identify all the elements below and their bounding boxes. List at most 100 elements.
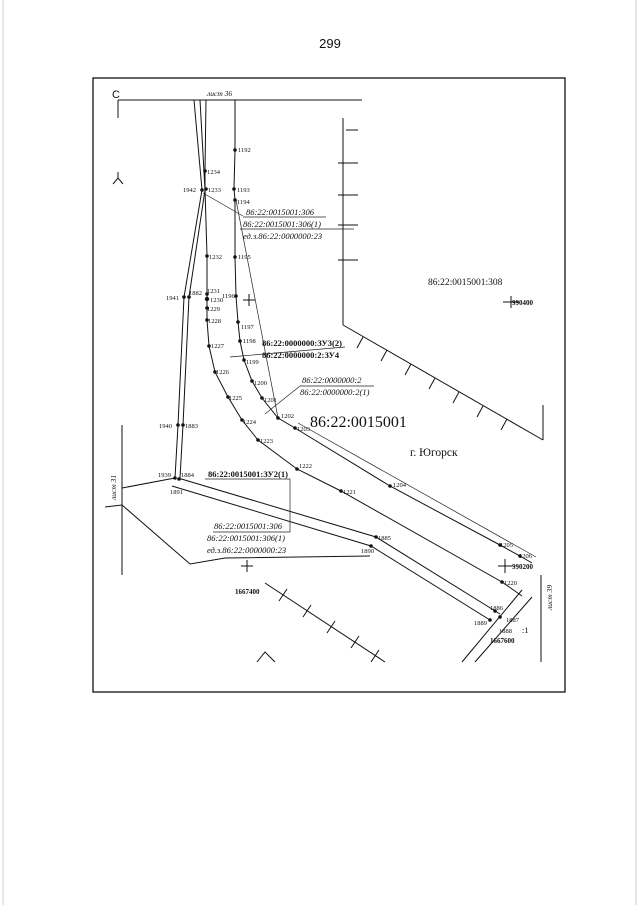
survey-point-label: 1200 [254, 380, 267, 387]
grid-coord-label: 990200 [512, 563, 534, 571]
parcel-label-308: 86:22:0015001:308 [428, 278, 503, 288]
survey-point-label: 1891 [170, 489, 183, 496]
survey-point-dot [518, 554, 522, 558]
survey-point-label: 1224 [243, 419, 257, 426]
parcel-label-306-top: 86:22:0015001:306 [246, 207, 315, 217]
survey-point-label: 1227 [211, 343, 225, 350]
survey-point-label: 1230 [210, 297, 223, 304]
grid-crosshair [498, 559, 512, 573]
survey-point-dot [173, 476, 177, 480]
parcel-label-zu4: 86:22:0000000:2:ЗУ4 [262, 350, 340, 360]
survey-points [173, 148, 522, 622]
survey-point-dot [498, 543, 502, 547]
north-arrow-tail [112, 177, 124, 185]
survey-point-label: 1222 [299, 463, 312, 470]
survey-point-dot [203, 169, 207, 173]
survey-point-label: 1941 [166, 295, 179, 302]
boundary-tick [452, 391, 460, 404]
survey-point-label: 1882 [189, 290, 202, 297]
boundary-tick [350, 635, 360, 649]
parcel-label-306-1-bottom: 86:22:0015001:306(1) [207, 533, 285, 543]
cadastral-quarter-label: 86:22:0015001 [310, 414, 407, 431]
survey-point-label: 1195 [238, 254, 251, 261]
survey-point-dot [233, 255, 237, 259]
boundary-tick [500, 418, 508, 431]
survey-point-label: 1889 [474, 620, 487, 627]
survey-point-dot [374, 535, 378, 539]
boundary-corner-line [461, 589, 523, 663]
survey-point-dot [339, 489, 343, 493]
city-label: г. Югорск [410, 447, 458, 459]
parcel-label-306-1-top: 86:22:0015001:306(1) [243, 219, 321, 229]
boundary-tick [278, 588, 288, 602]
survey-point-label: 1220 [504, 580, 517, 587]
survey-point-dot [233, 148, 237, 152]
sheet-label-left: лист 31 [109, 475, 118, 501]
road-boundary-east [233, 100, 533, 564]
survey-point-dot [181, 423, 185, 427]
survey-point-dot [232, 187, 236, 191]
survey-point-dot [242, 358, 246, 362]
road-lower-segment [121, 477, 176, 489]
survey-point-label: 1884 [181, 472, 195, 479]
survey-point-label: 1221 [343, 489, 356, 496]
parcel-boundary-lower [104, 504, 371, 565]
survey-point-dot [488, 618, 492, 622]
survey-point-dot [295, 467, 299, 471]
parcel-308-boundary-diagonal [342, 324, 544, 441]
survey-point-dot [238, 339, 242, 343]
boundary-tick [428, 377, 436, 390]
parcel-label-306-bottom: 86:22:0015001:306 [214, 521, 283, 531]
parcel-label-2: 86:22:0000000:2 [302, 375, 362, 385]
survey-point-dot [204, 296, 210, 302]
survey-point-dot [205, 306, 209, 310]
survey-point-label: 1196 [222, 293, 236, 300]
survey-point-dot [213, 370, 217, 374]
survey-point-label: 1198 [243, 338, 256, 345]
boundary-lower-diagonal [264, 582, 386, 663]
survey-point-dot [200, 188, 204, 192]
survey-point-label: 1206 [519, 553, 533, 560]
corridor-line-left [174, 99, 203, 479]
grid-coord-label: 990400 [512, 299, 534, 307]
survey-point-label: 1197 [241, 324, 255, 331]
sheet-label-right: лист 39 [545, 585, 554, 611]
survey-point-dot [256, 438, 260, 442]
road-parallel-line [297, 422, 537, 558]
survey-point-label: 1231 [207, 288, 220, 295]
survey-point-label: 1223 [260, 438, 273, 445]
survey-point-label: 1939 [158, 472, 171, 479]
survey-point-dot [369, 544, 373, 548]
grid-crosshair [241, 560, 253, 572]
survey-point-dot [276, 416, 280, 420]
boundary-ticks-vertical [338, 129, 358, 261]
boundary-tick [326, 620, 336, 634]
survey-point-dot [236, 320, 240, 324]
survey-point-label: 1940 [159, 423, 172, 430]
survey-point-dot [388, 484, 392, 488]
parcel-label-ez23-bottom: ед.з.86:22:0000000:23 [207, 545, 286, 555]
survey-point-label: 1205 [500, 542, 513, 549]
parcel-label-ez23-top: ед.з.86:22:0000000:23 [243, 231, 322, 241]
survey-point-label: 1883 [185, 423, 198, 430]
survey-point-label: 1888 [499, 628, 512, 635]
survey-point-label: 1228 [208, 318, 221, 325]
survey-point-label: 1225 [229, 395, 242, 402]
corridor-line-right [179, 99, 206, 479]
map-frame [92, 77, 566, 693]
survey-point-label: 1890 [361, 548, 374, 555]
sheet-label-top: лист 36 [206, 89, 232, 98]
survey-point-dot [498, 615, 502, 619]
boundary-tick [370, 649, 380, 663]
survey-point-dot [500, 580, 504, 584]
survey-point-dot [493, 609, 497, 613]
survey-point-label: 1193 [237, 187, 250, 194]
survey-point-dot [293, 426, 297, 430]
parcel-label-2-1: 86:22:0000000:2(1) [300, 387, 370, 397]
survey-point-label: 1201 [264, 397, 277, 404]
label-underline [229, 346, 346, 358]
survey-point-dot [250, 379, 254, 383]
survey-point-label: 1229 [207, 306, 220, 313]
survey-point-dot [234, 294, 238, 298]
